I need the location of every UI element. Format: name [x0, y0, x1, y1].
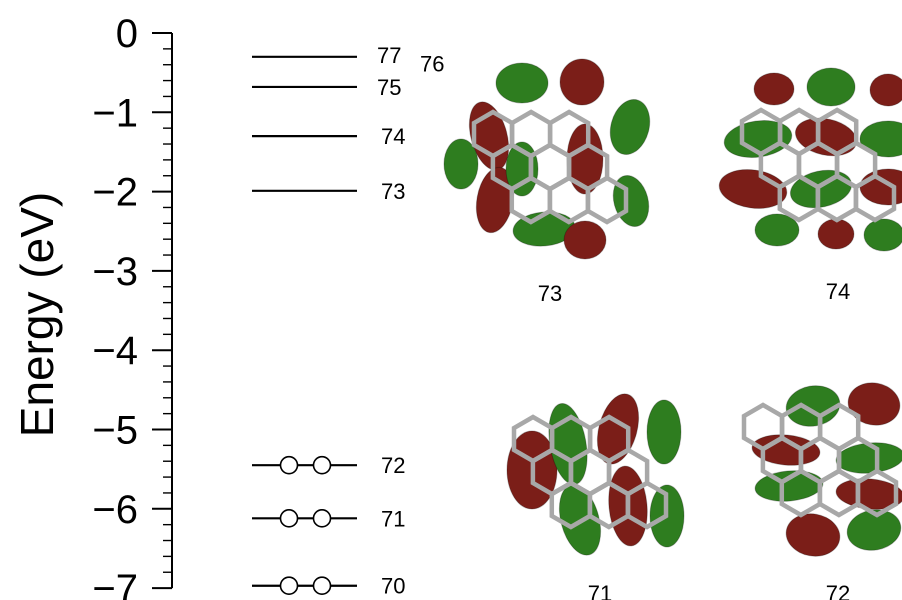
energy-levels: 77 76 75 74 73 72 71 70	[252, 43, 444, 599]
y-axis-label: Energy (eV)	[11, 192, 63, 437]
orbital-lobe	[754, 213, 800, 247]
orbital-lobe	[609, 99, 651, 155]
tick-label: −3	[92, 250, 138, 294]
tick-label: 0	[116, 12, 138, 56]
tick-label: −4	[92, 329, 138, 373]
orbital-71: 71	[506, 393, 685, 600]
electron-marker	[312, 455, 332, 475]
level-76: 76	[420, 52, 444, 77]
electron-marker	[279, 455, 299, 475]
level-label: 77	[377, 43, 401, 68]
orbital-label: 73	[538, 281, 562, 306]
level-70: 70	[252, 574, 405, 599]
orbital-lobe	[847, 382, 901, 426]
electron-marker	[279, 509, 299, 528]
bond-ring	[547, 175, 591, 225]
orbital-lobe	[559, 58, 605, 106]
level-label: 76	[420, 52, 444, 77]
electron-marker	[312, 509, 332, 528]
orbital-lobe	[563, 220, 607, 260]
level-75: 75	[252, 75, 401, 100]
level-74: 74	[252, 124, 405, 149]
tick-label: −1	[92, 91, 138, 135]
orbital-label: 71	[588, 581, 612, 600]
level-73: 73	[252, 179, 405, 204]
bond-ring	[585, 175, 629, 225]
orbital-73: 73	[443, 58, 651, 306]
tick-label: −7	[92, 567, 138, 600]
level-label: 73	[381, 179, 405, 204]
orbital-lobe	[806, 67, 856, 107]
level-label: 74	[381, 124, 405, 149]
level-77: 77	[252, 43, 401, 68]
orbital-label: 74	[826, 279, 850, 304]
electron-marker	[312, 576, 332, 596]
level-label: 72	[381, 453, 405, 478]
tick-label: −2	[92, 171, 138, 215]
level-label: 71	[381, 506, 405, 531]
orbital-72: 72	[741, 382, 902, 600]
orbital-label: 72	[826, 581, 850, 600]
orbital-lobe	[495, 62, 549, 104]
bond-ring	[853, 173, 897, 223]
orbital-lobe	[859, 120, 902, 158]
bond-ring	[855, 468, 899, 518]
energy-axis: 0 −1 −2 −3 −4 −5 −6 −7 Energy (eV)	[11, 12, 173, 600]
orbital-lobe	[443, 138, 479, 190]
level-label: 70	[381, 574, 405, 599]
orbital-lobe	[869, 73, 902, 107]
level-71: 71	[252, 506, 405, 531]
tick-label: −5	[92, 409, 138, 453]
level-72: 72	[252, 453, 405, 478]
orbital-74: 74	[718, 67, 902, 304]
orbital-lobe	[785, 513, 841, 557]
orbital-lobe	[817, 218, 855, 250]
orbital-lobe	[646, 399, 682, 465]
electron-marker	[279, 576, 299, 596]
level-label: 75	[377, 75, 401, 100]
orbital-lobe	[863, 218, 902, 252]
orbital-images: 73 74 71 72	[443, 58, 902, 600]
bond-ring	[625, 480, 669, 530]
orbital-lobe	[785, 385, 841, 427]
tick-label: −6	[92, 488, 138, 532]
orbital-lobe	[753, 72, 795, 106]
